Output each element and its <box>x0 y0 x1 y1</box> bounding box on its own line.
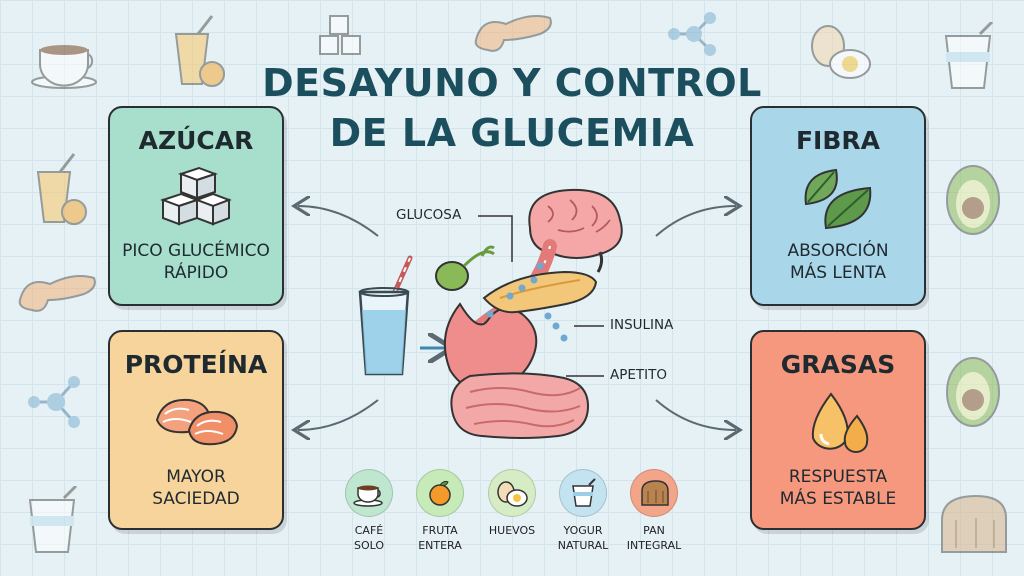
bread-decoration-icon <box>941 494 1007 553</box>
water-glass-icon <box>358 255 413 376</box>
title-line-1: DESAYUNO Y CONTROL <box>262 61 762 105</box>
card-azucar: AZÚCAR PICO GLUCÉMICO RÁPIDO <box>108 106 284 306</box>
arrow-to-azucar <box>298 206 379 237</box>
sugar-cubes-decoration-icon <box>319 15 361 55</box>
arrow-to-proteina <box>298 399 379 430</box>
card-proteina-title: PROTEÍNA <box>124 350 268 379</box>
leaves-icon <box>804 168 872 230</box>
arrow-to-grasas <box>655 399 736 430</box>
food-pan-line-2: INTEGRAL <box>626 539 682 552</box>
card-fibra-line-2: MÁS LENTA <box>789 263 887 283</box>
card-fibra: FIBRA ABSORCIÓN MÁS LENTA <box>750 106 926 306</box>
card-fibra-title: FIBRA <box>795 126 881 155</box>
food-huevos-line-1: HUEVOS <box>488 524 536 537</box>
yogurt-decoration-icon <box>944 22 994 89</box>
molecule-decoration-icon <box>668 12 716 56</box>
egg-icon <box>497 481 528 507</box>
molecule-left-decoration-icon <box>28 376 80 428</box>
card-azucar-line-1: PICO GLUCÉMICO <box>122 241 270 261</box>
food-pan-integral: PAN INTEGRAL <box>619 469 689 553</box>
avocado-right-decoration-icon <box>946 357 1000 427</box>
pancreas-left-decoration-icon <box>18 275 96 312</box>
card-proteina-line-2: SACIEDAD <box>152 489 240 509</box>
card-grasas-line-2: MÁS ESTABLE <box>779 489 897 509</box>
page-title: DESAYUNO Y CONTROL DE LA GLUCEMIA <box>230 58 794 158</box>
salmon-fillet-icon <box>155 398 239 446</box>
title-line-2: DE LA GLUCEMIA <box>329 111 695 155</box>
card-grasas-line-1: RESPUESTA <box>788 467 888 487</box>
label-glucosa: GLUCOSA <box>396 207 462 223</box>
label-insulina: INSULINA <box>610 317 674 333</box>
gallbladder-icon <box>435 245 495 291</box>
yogurt-left-decoration-icon <box>28 486 78 553</box>
digestive-system-illustration <box>435 188 623 439</box>
food-cafe-line-2: SOLO <box>353 539 385 552</box>
food-fruta-entera: FRUTA ENTERA <box>405 469 475 553</box>
food-cafe-line-1: CAFÉ <box>354 524 384 537</box>
card-grasas-title: GRASAS <box>780 350 896 379</box>
food-fruta-line-1: FRUTA <box>422 524 458 537</box>
sugar-cubes-icon <box>160 166 232 226</box>
card-fibra-line-1: ABSORCIÓN <box>787 241 889 261</box>
card-azucar-line-2: RÁPIDO <box>163 263 229 283</box>
food-yogur-line-1: YOGUR <box>563 524 603 537</box>
bread-icon <box>641 480 669 506</box>
juice-glass-decoration-icon <box>174 15 225 87</box>
avocado-decoration-icon <box>946 165 1000 235</box>
card-grasas: GRASAS RESPUESTA MÁS ESTABLE <box>750 330 926 530</box>
arrow-to-fibra <box>655 206 736 237</box>
eggs-decoration-icon <box>811 25 871 79</box>
card-proteina-line-1: MAYOR <box>166 467 226 487</box>
yogurt-icon <box>572 478 596 507</box>
food-yogur-natural: YOGUR NATURAL <box>548 469 618 553</box>
food-fruta-line-2: ENTERA <box>418 539 462 552</box>
coffee-cup-icon <box>353 485 383 507</box>
stomach-icon <box>443 302 538 391</box>
card-proteina: PROTEÍNA MAYOR SACIEDAD <box>108 330 284 530</box>
intestines-icon <box>450 372 590 439</box>
pancreas-icon <box>482 270 598 314</box>
glucose-dots <box>486 262 568 342</box>
food-huevos: HUEVOS <box>477 469 547 538</box>
label-apetito: APETITO <box>610 367 668 383</box>
pancreas-decoration-icon <box>474 15 552 52</box>
oil-drops-icon <box>811 392 869 453</box>
food-cafe-solo: CAFÉ SOLO <box>334 469 404 553</box>
card-azucar-title: AZÚCAR <box>138 126 254 155</box>
orange-icon <box>429 480 451 506</box>
food-yogur-line-2: NATURAL <box>557 539 609 552</box>
coffee-cup-decoration-icon <box>31 45 97 89</box>
juice-glass-left-decoration-icon <box>36 153 87 225</box>
food-pan-line-1: PAN <box>643 524 665 537</box>
